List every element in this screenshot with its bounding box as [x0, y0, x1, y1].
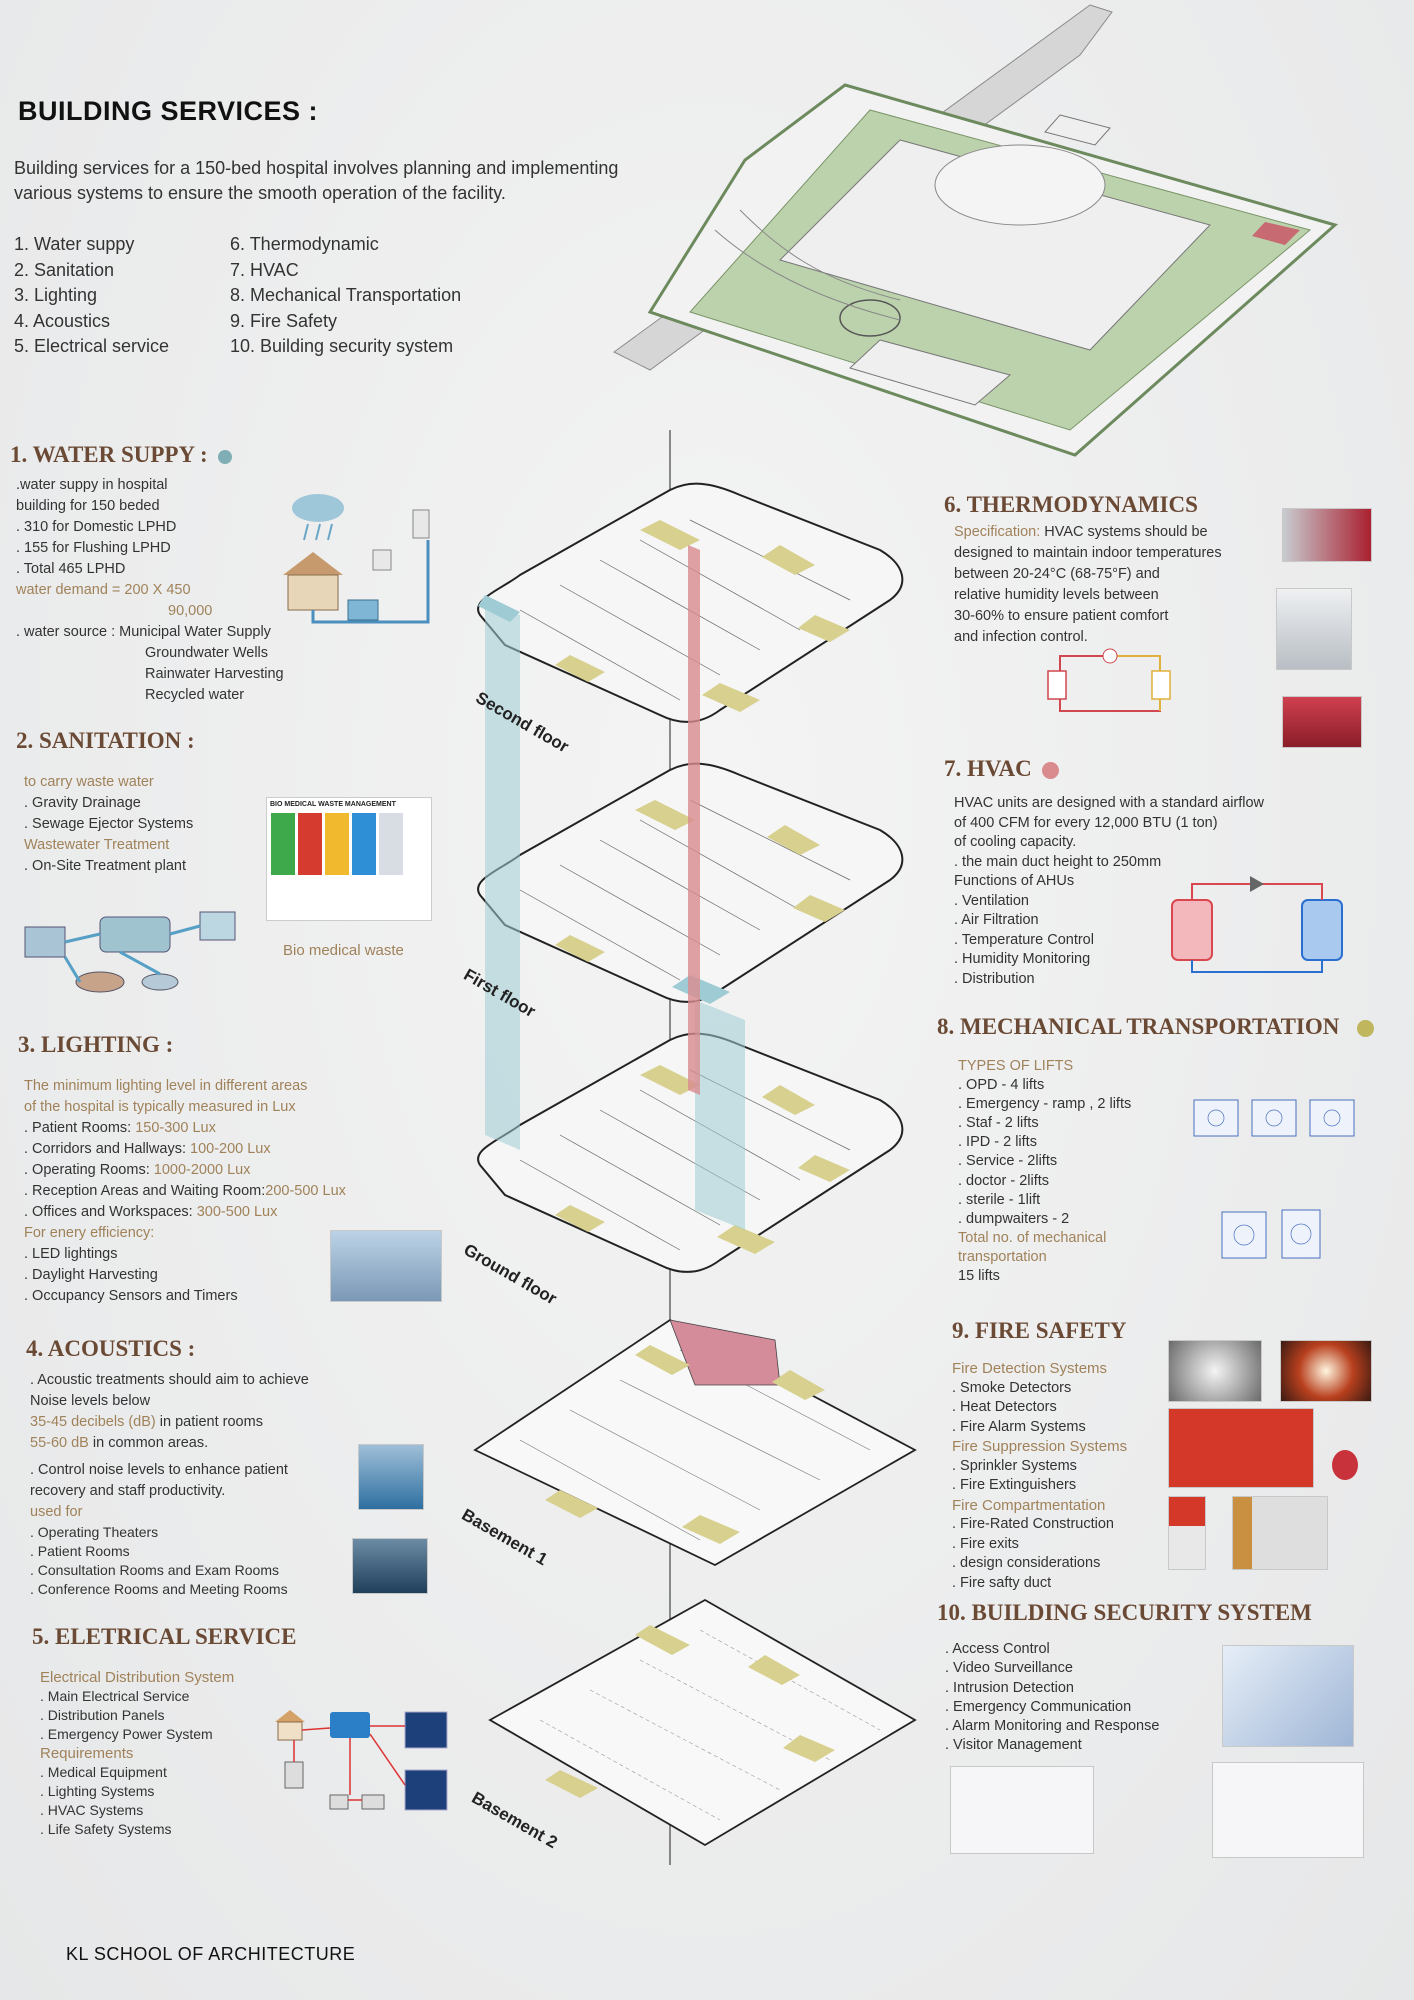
hospital-room-photo: [330, 1230, 442, 1302]
electrical-heading: 5. ELETRICAL SERVICE: [32, 1624, 297, 1649]
water-shaft: [485, 600, 520, 1150]
water-cycle-illustration: [283, 494, 430, 624]
footer-school-name: KL SCHOOL OF ARCHITECTURE: [66, 1944, 356, 1964]
fire-body: Fire Detection Systems . Smoke Detectors…: [952, 1360, 1128, 1591]
water-shaft-2: [695, 1000, 745, 1230]
security-network-diagram: [950, 1766, 1094, 1854]
water-heading: 1. WATER SUPPY :: [10, 442, 232, 468]
chiller-photo-1: [1282, 508, 1372, 562]
mech-dot-icon: [1357, 1020, 1375, 1038]
refrigeration-cycle-diagram: [1047, 648, 1171, 712]
sanitation-body: to carry waste water . Gravity Drainage …: [24, 774, 194, 874]
hvac-cycle-diagram: [1171, 876, 1343, 973]
intro-text: Building services for a 150-bed hospital…: [14, 158, 619, 203]
bio-medical-caption: Bio medical waste: [283, 942, 404, 959]
lift-plans-diagram: [1193, 1099, 1355, 1259]
security-building-illustration: [1222, 1645, 1354, 1747]
mech-body: TYPES OF LIFTS . OPD - 4 lifts. Emergenc…: [958, 1058, 1132, 1285]
sewage-treatment-illustration: [24, 911, 236, 993]
site-building-footprint: [779, 139, 1211, 351]
corridor-photo: [358, 1444, 424, 1510]
fire-door-photo: [1168, 1496, 1206, 1570]
bio-medical-waste-chart: BIO MEDICAL WASTE MANAGEMENT: [266, 797, 432, 921]
basement-2-plan: [488, 1598, 917, 1847]
security-body: . Access Control. Video Surveillance. In…: [945, 1641, 1160, 1754]
heat-detector-photo: [1280, 1340, 1372, 1402]
lighting-body: The minimum lighting level in different …: [24, 1078, 346, 1304]
solar-power-diagram: [275, 1710, 448, 1811]
sprinkler-icon: [1332, 1450, 1358, 1480]
fire-compartment-detail: [1232, 1496, 1328, 1570]
hvac-dot-icon: [1041, 762, 1059, 780]
hvac-heading: 7. HVAC: [944, 756, 1059, 782]
acoustics-heading: 4. ACOUSTICS :: [26, 1336, 196, 1361]
page-title: BUILDING SERVICES :: [18, 96, 319, 126]
acoustics-body: . Acoustic treatments should aim to achi…: [30, 1372, 309, 1597]
thermo-body: Specification: HVAC systems should be de…: [954, 524, 1222, 645]
electrical-body: Electrical Distribution System . Main El…: [40, 1669, 235, 1837]
sanitation-heading: 2. SANITATION :: [16, 728, 195, 753]
mech-heading: 8. MECHANICAL TRANSPORTATION: [937, 1014, 1375, 1040]
security-access-diagram: [1212, 1762, 1364, 1858]
operating-theater-photo: [352, 1538, 428, 1594]
fire-heading: 9. FIRE SAFETY: [952, 1318, 1127, 1343]
lighting-heading: 3. LIGHTING :: [18, 1032, 174, 1057]
thermo-heading: 6. THERMODYNAMICS: [944, 492, 1198, 517]
security-heading: 10. BUILDING SECURITY SYSTEM: [937, 1600, 1312, 1625]
chiller-photo-3: [1282, 696, 1362, 748]
chiller-photo-2: [1276, 588, 1352, 670]
hvac-body: HVAC units are designed with a standard …: [954, 795, 1265, 987]
ground-floor-plan: [477, 1032, 904, 1273]
hvac-duct: [688, 545, 700, 1095]
basement-1-plan: [473, 1318, 917, 1567]
smoke-detector-photo: [1168, 1340, 1262, 1402]
fire-extinguisher-chart: [1168, 1408, 1314, 1488]
water-dot-icon: [217, 449, 232, 464]
